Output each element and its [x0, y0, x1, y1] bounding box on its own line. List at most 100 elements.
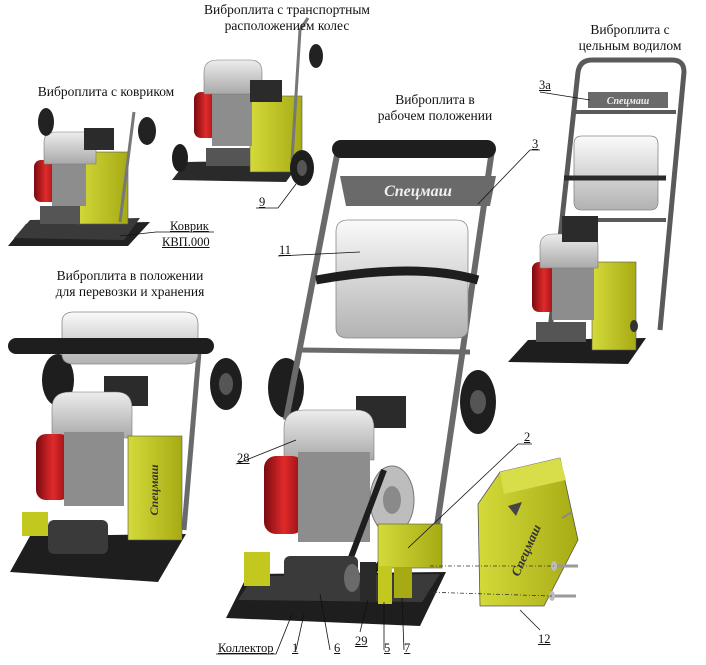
red-recoil [36, 434, 70, 500]
callout-mat: Коврик [170, 219, 209, 233]
machine-with-mat [8, 108, 156, 246]
leader-collector [216, 613, 293, 655]
leader-11 [277, 251, 361, 257]
handle-grip [332, 140, 496, 158]
leader-12 [519, 609, 541, 631]
caption-working-position: Виброплита в рабочем положении [377, 92, 493, 123]
caption-transport-wheels: Виброплита с транспортным расположением … [204, 2, 370, 33]
side-knob [630, 320, 638, 332]
mount-screw [561, 511, 573, 519]
handle-bar [298, 17, 310, 31]
callout-28: 28 [237, 451, 250, 465]
guard-emblem [508, 502, 522, 516]
caption-with-mat: Виброплита с ковриком [37, 84, 175, 99]
callout-7: 7 [404, 641, 411, 655]
callout-11: 11 [279, 243, 292, 257]
belt-cover [536, 322, 586, 342]
exciter-6 [284, 556, 358, 596]
caption-solid-handle: Виброплита с цельным водилом [578, 22, 682, 53]
logo-plate-3: Спецмаш [384, 183, 452, 200]
water-tank-11 [335, 219, 469, 339]
rear-wheel [138, 117, 156, 145]
engine-body [552, 260, 594, 320]
engine-body [298, 452, 370, 542]
handle-post-left [283, 149, 341, 421]
belt-cover [40, 206, 80, 224]
leader-3 [477, 149, 540, 205]
fuel-tank [203, 59, 263, 95]
machine-transport-storage: Спецмаш [8, 311, 242, 582]
folded-handle-grip [8, 338, 214, 354]
callout-3: 3 [532, 137, 539, 151]
engine-body [52, 160, 86, 206]
callout-6: 6 [334, 641, 341, 655]
solid-handle-frame [547, 57, 687, 331]
logo-3a: Спецмаш [607, 96, 649, 107]
leader-29 [359, 599, 369, 633]
front-wheel [38, 108, 54, 136]
machine-solid-handle: Спецмаш [508, 57, 687, 364]
engine-body [212, 90, 252, 146]
pulley-hub [383, 486, 401, 514]
air-filter [84, 128, 114, 150]
assembly-lines [423, 565, 556, 597]
handle-bar [290, 29, 302, 161]
red-recoil [532, 262, 556, 312]
guard-top [500, 458, 566, 494]
callout-mat-code: КВП.000 [162, 235, 210, 249]
water-tank [573, 135, 659, 211]
callout-1: 1 [292, 641, 299, 655]
wheel-right-hub [219, 373, 233, 395]
leader-2 [407, 443, 532, 549]
callout-9: 9 [259, 195, 266, 209]
frame-left [244, 552, 270, 586]
bracket-5 [378, 566, 392, 604]
callout-2: 2 [524, 430, 531, 444]
callout-5: 5 [384, 641, 391, 655]
handle-crossbar [299, 347, 471, 355]
left-wheel [172, 144, 188, 172]
brand-plate-3 [340, 176, 496, 206]
plate-3a [588, 92, 668, 108]
bracket-29 [360, 562, 376, 602]
exciter [48, 520, 108, 554]
callout-29: 29 [355, 634, 368, 648]
pulley-guard [127, 435, 183, 541]
leader-3a [539, 91, 591, 101]
red-recoil [264, 456, 304, 534]
wheel-right-hub [470, 390, 486, 414]
handle-post-right [429, 149, 495, 561]
wheel-9-hub [297, 160, 307, 176]
handle-bar [118, 111, 136, 223]
callout-3a: 3а [539, 78, 551, 92]
leader-28 [235, 439, 297, 465]
belt-cover [22, 512, 48, 536]
belt-guard-12: Спецмаш [477, 457, 579, 607]
machine-transport-wheels [172, 17, 323, 186]
caption-transport-storage: Виброплита в положении для перевозки и х… [55, 268, 205, 299]
fuel-tank [51, 391, 133, 439]
mount-7 [394, 568, 412, 598]
tank-strap [315, 266, 480, 285]
air-filter [250, 80, 282, 102]
leader-lines [119, 91, 591, 655]
air-filter [562, 216, 598, 242]
leader-6 [319, 593, 331, 651]
engine-body [64, 432, 124, 506]
rear-wheel [309, 44, 323, 68]
leader-mat [119, 231, 214, 237]
handle-bar [181, 339, 203, 531]
leader-7 [401, 597, 405, 651]
leader-1 [295, 613, 305, 651]
belt-cover [206, 148, 250, 166]
pulley-guard [591, 261, 637, 351]
machine-working-position: Спецмаш [226, 140, 496, 626]
leader-9 [256, 183, 297, 209]
exciter-end [344, 564, 360, 592]
fuel-tank-28 [283, 409, 375, 461]
callout-collector: Коллектор [218, 641, 274, 655]
callout-12: 12 [538, 632, 551, 646]
logo-guard: Спецмаш [147, 465, 161, 516]
